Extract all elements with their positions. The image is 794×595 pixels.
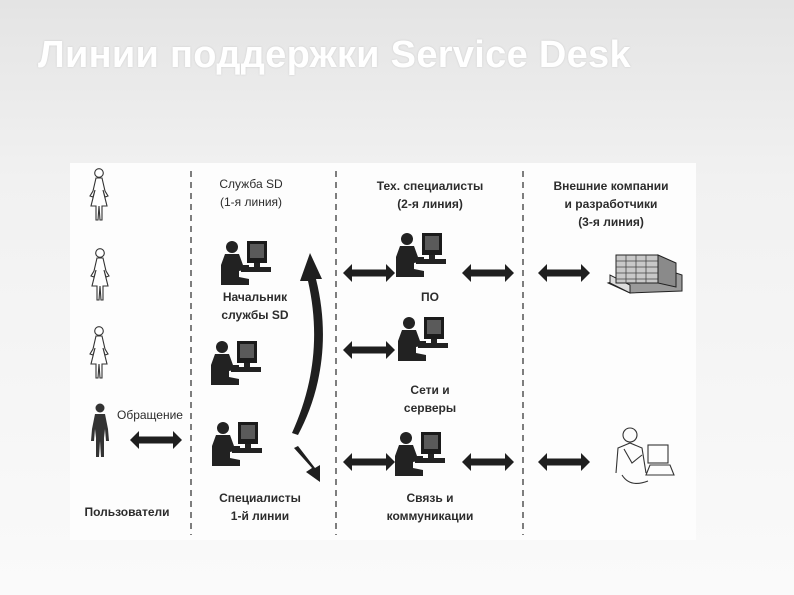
networks-line2: серверы — [403, 401, 457, 415]
software-label: ПО — [421, 290, 439, 304]
tech-comm-icon — [395, 432, 445, 476]
users-label: Пользователи — [84, 505, 170, 519]
sd-header-line1: Служба SD — [219, 177, 283, 191]
diagram-graphics — [89, 168, 683, 535]
service-desk-diagram: Служба SD (1-я линия) Тех. специалисты (… — [70, 163, 696, 540]
chief-label: Начальник службы SD — [210, 288, 300, 324]
user-figure-request — [91, 403, 109, 457]
sd-header-line2: (1-я линия) — [219, 195, 283, 209]
user-figures — [89, 168, 110, 379]
tech-header-line2: (2-я линия) — [397, 197, 463, 211]
separator-lines — [190, 171, 524, 535]
sd-header: Служба SD (1-я линия) — [206, 175, 296, 211]
ext-header-line1: Внешние компании — [553, 179, 669, 193]
comm-line2: коммуникации — [386, 509, 474, 523]
tech-network-icon — [398, 317, 448, 361]
request-label: Обращение — [117, 408, 183, 422]
sd-specialists-label: Специалисты 1-й линии — [210, 489, 310, 525]
escalation-arrow-icon — [292, 253, 323, 482]
tech-header-line1: Тех. специалисты — [376, 179, 484, 193]
developer-icon — [615, 427, 675, 484]
building-icon — [606, 254, 683, 294]
tech-header: Тех. специалисты (2-я линия) — [356, 177, 504, 213]
comm-label: Связь и коммуникации — [370, 489, 490, 525]
chief-label-line2: службы SD — [221, 308, 289, 322]
sd-specialist-icon — [212, 422, 262, 466]
slide-title: Линии поддержки Service Desk — [38, 34, 631, 76]
ext-header-line3: (3-я линия) — [578, 215, 644, 229]
tech-software-icon — [396, 233, 446, 277]
chief-label-line1: Начальник — [222, 290, 288, 304]
ext-header-line2: и разработчики — [564, 197, 658, 211]
networks-line1: Сети и — [410, 383, 450, 397]
sd-chief-icon — [211, 341, 261, 385]
sd-operator-icon — [221, 241, 271, 285]
sd-specialists-line1: Специалисты — [219, 491, 301, 505]
comm-line1: Связь и — [406, 491, 454, 505]
networks-label: Сети и серверы — [390, 381, 470, 417]
sd-specialists-line2: 1-й линии — [230, 509, 290, 523]
arrow-icons — [130, 264, 590, 471]
ext-header: Внешние компании и разработчики (3-я лин… — [536, 177, 686, 231]
